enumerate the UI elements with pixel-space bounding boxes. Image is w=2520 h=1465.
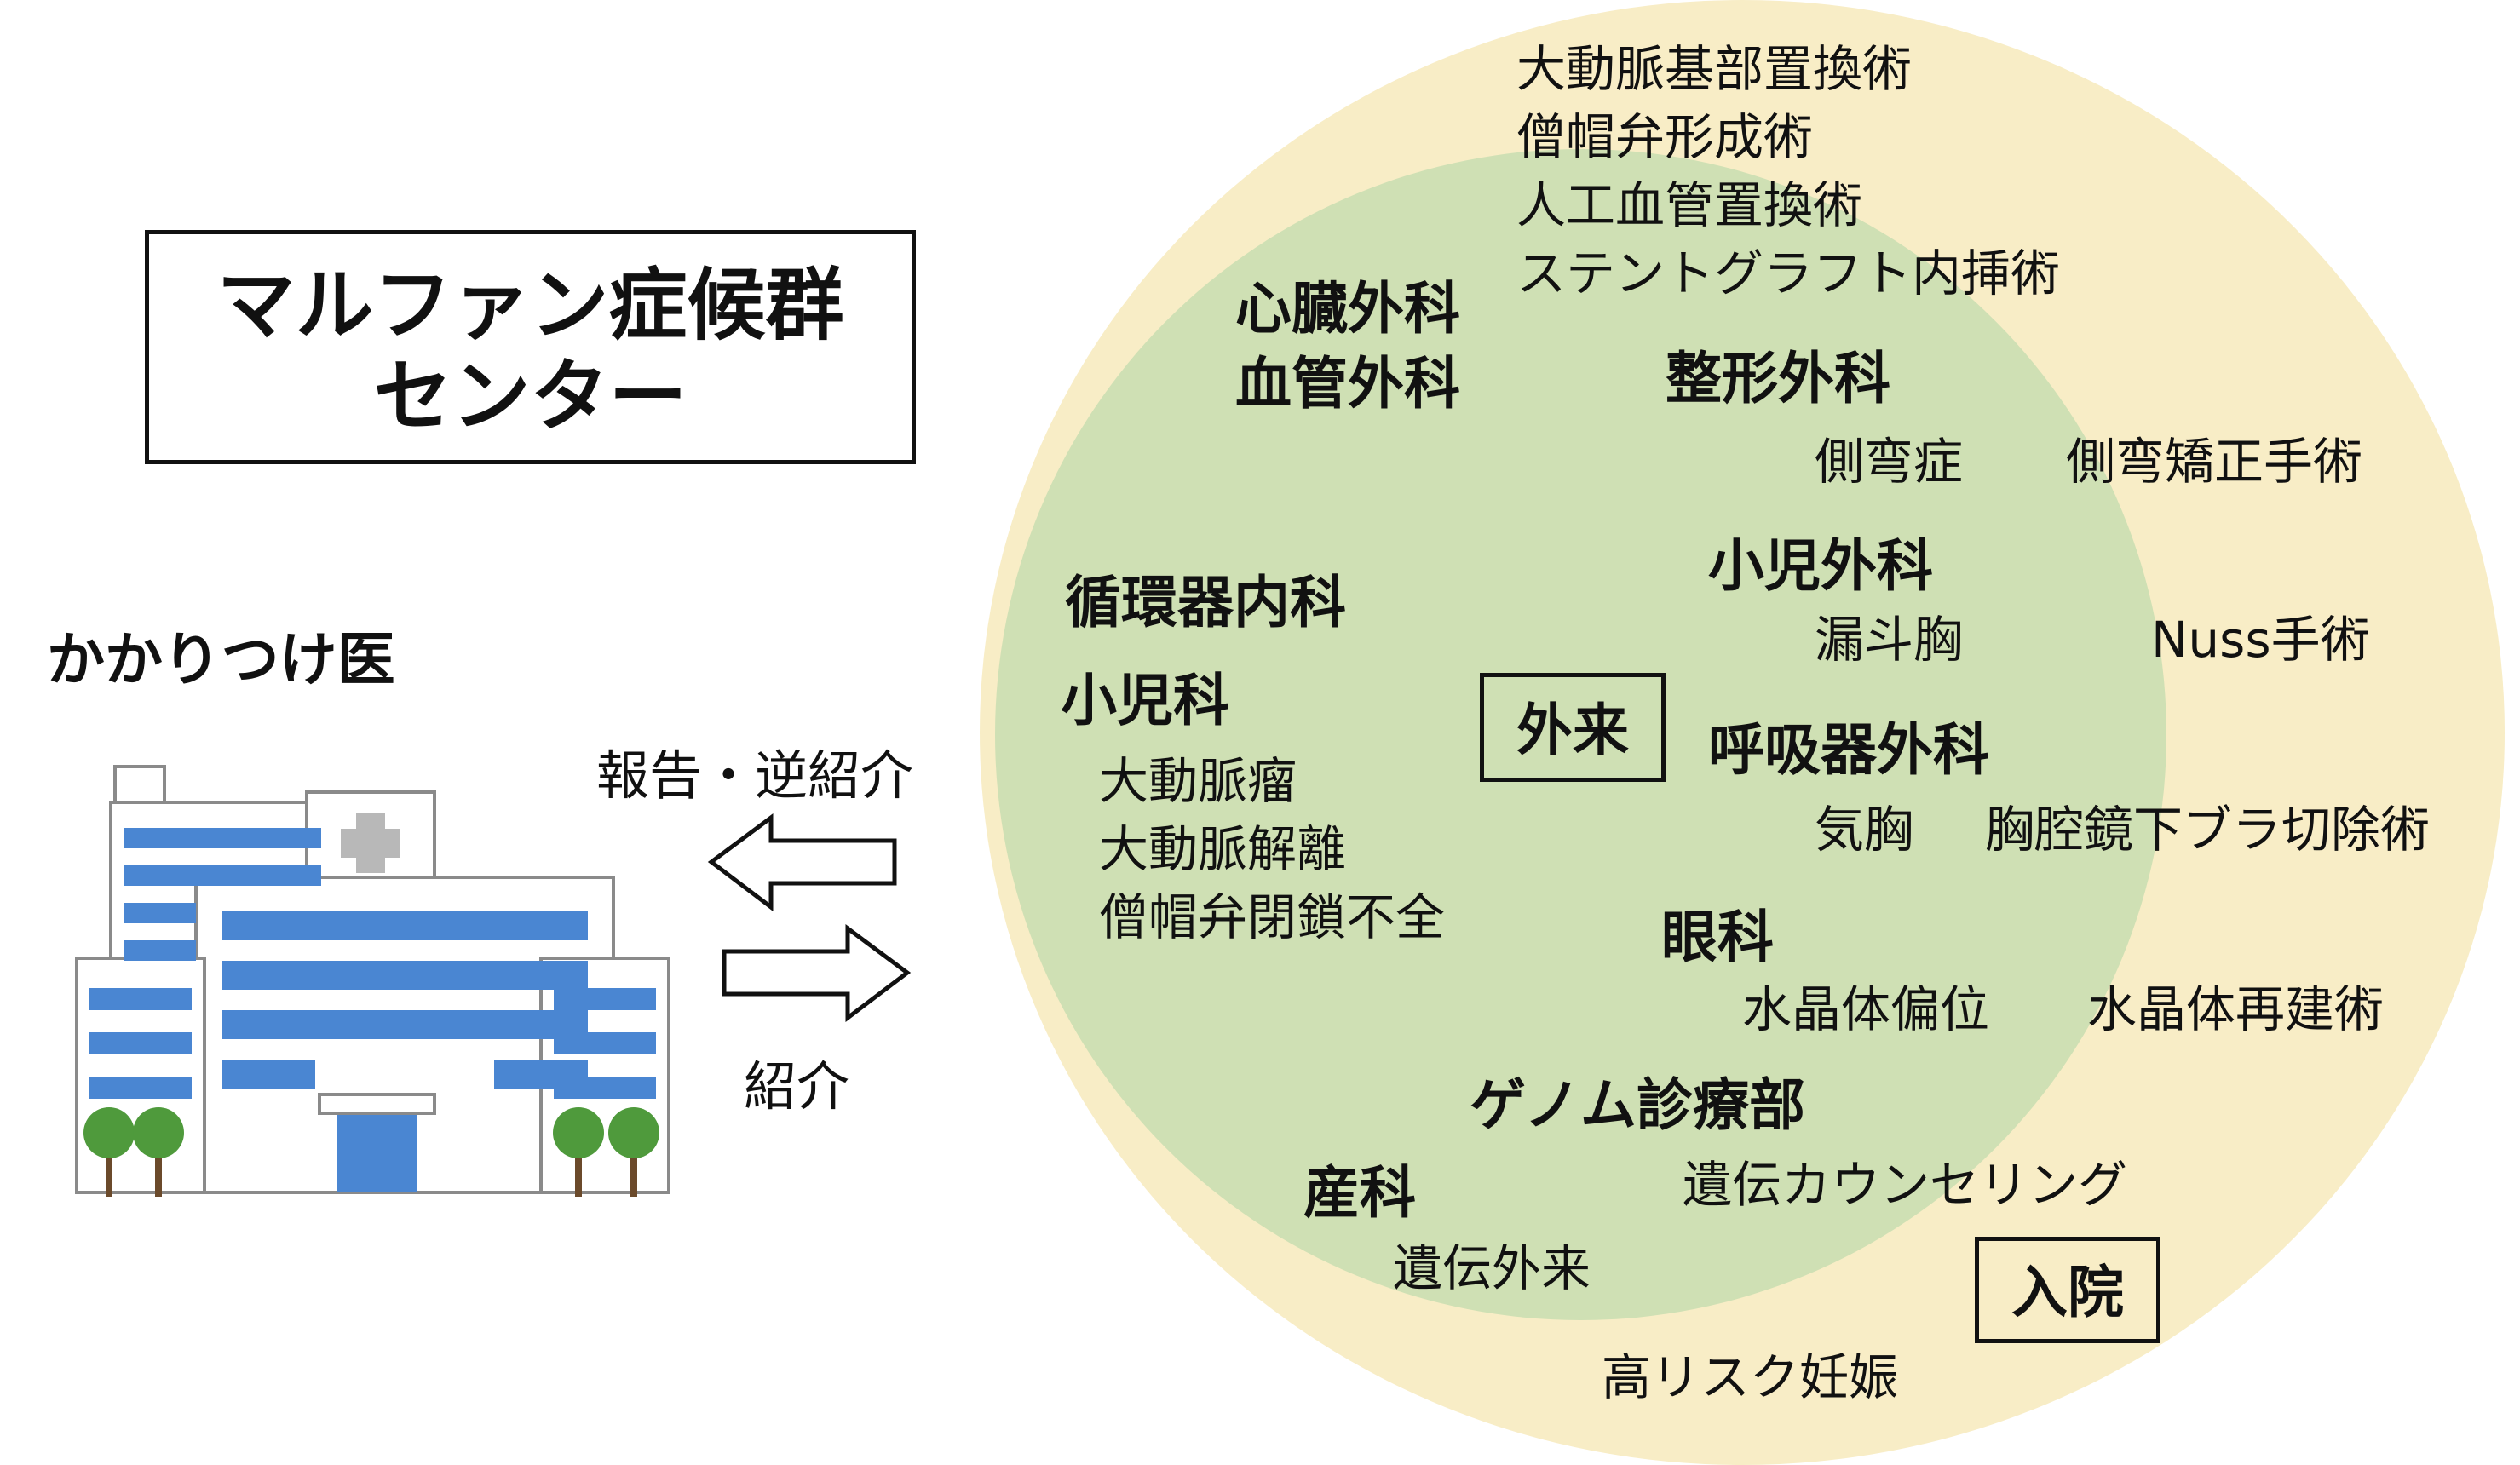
dept-cardiology: 循環器内科	[1065, 570, 1346, 635]
condition-aneurysm: 大動脈瘤	[1099, 752, 1297, 810]
dept-pediatrics: 小児科	[1061, 668, 1229, 733]
condition-lens-dislocation: 水晶体偏位	[1742, 980, 1990, 1038]
condition-lens-reconstruction: 水晶体再建術	[2087, 980, 2385, 1038]
dept-pediatric-surgery: 小児外科	[1708, 533, 1933, 599]
condition-mitral: 僧帽弁閉鎖不全	[1099, 888, 1446, 946]
condition-bulla: 胸腔鏡下ブラ切除術	[1985, 801, 2431, 859]
inpatient-label: 入院	[2011, 1260, 2124, 1325]
condition-genetic-clinic: 遺伝外来	[1393, 1239, 1591, 1297]
dept-vascular-surgery: 血管外科	[1235, 351, 1460, 417]
dept-obstetrics: 産科	[1303, 1160, 1416, 1226]
condition-scoliosis-surgery: 側弯矯正手術	[2066, 433, 2363, 491]
dept-ophthalmology: 眼科	[1661, 905, 1774, 970]
condition-scoliosis: 側弯症	[1815, 433, 1964, 491]
condition-counseling: 遺伝カウンセリング	[1683, 1156, 2128, 1214]
title-line1: マルファン症候群	[216, 260, 844, 351]
outpatient-circle	[995, 149, 2166, 1320]
outpatient-label: 外来	[1516, 698, 1629, 763]
clinic-label: かかりつけ医	[47, 627, 395, 694]
dept-genomic-medicine: ゲノム診療部	[1470, 1072, 1806, 1138]
report-referral-label: 報告・逆紹介	[596, 744, 914, 807]
title-line2: センター	[373, 351, 688, 442]
right-arrow-icon	[722, 924, 912, 1022]
procedure-stent-graft: ステントグラフト内挿術	[1516, 244, 2061, 302]
condition-nuss: Nuss手術	[2151, 611, 2370, 669]
condition-pectus: 漏斗胸	[1815, 611, 1964, 669]
procedure-aortic-root: 大動脈基部置換術	[1516, 40, 1913, 98]
title-box: マルファン症候群 センター	[145, 230, 916, 464]
inpatient-box: 入院	[1975, 1237, 2160, 1343]
referral-label: 紹介	[744, 1055, 850, 1117]
condition-pneumothorax: 気胸	[1815, 801, 1914, 859]
left-arrow-icon	[707, 813, 897, 911]
hospital-building-icon	[75, 765, 670, 1197]
dept-thoracic-surgery: 呼吸器外科	[1708, 717, 1989, 783]
dept-cardiac-surgery: 心臓外科	[1235, 276, 1460, 342]
outpatient-box: 外来	[1480, 673, 1666, 782]
condition-dissection: 大動脈解離	[1099, 820, 1347, 878]
condition-high-risk-pregnancy: 高リスク妊娠	[1602, 1348, 1899, 1406]
procedure-graft: 人工血管置換術	[1516, 176, 1863, 234]
dept-orthopedics: 整形外科	[1666, 346, 1890, 411]
procedure-mitral-repair: 僧帽弁形成術	[1516, 108, 1814, 166]
